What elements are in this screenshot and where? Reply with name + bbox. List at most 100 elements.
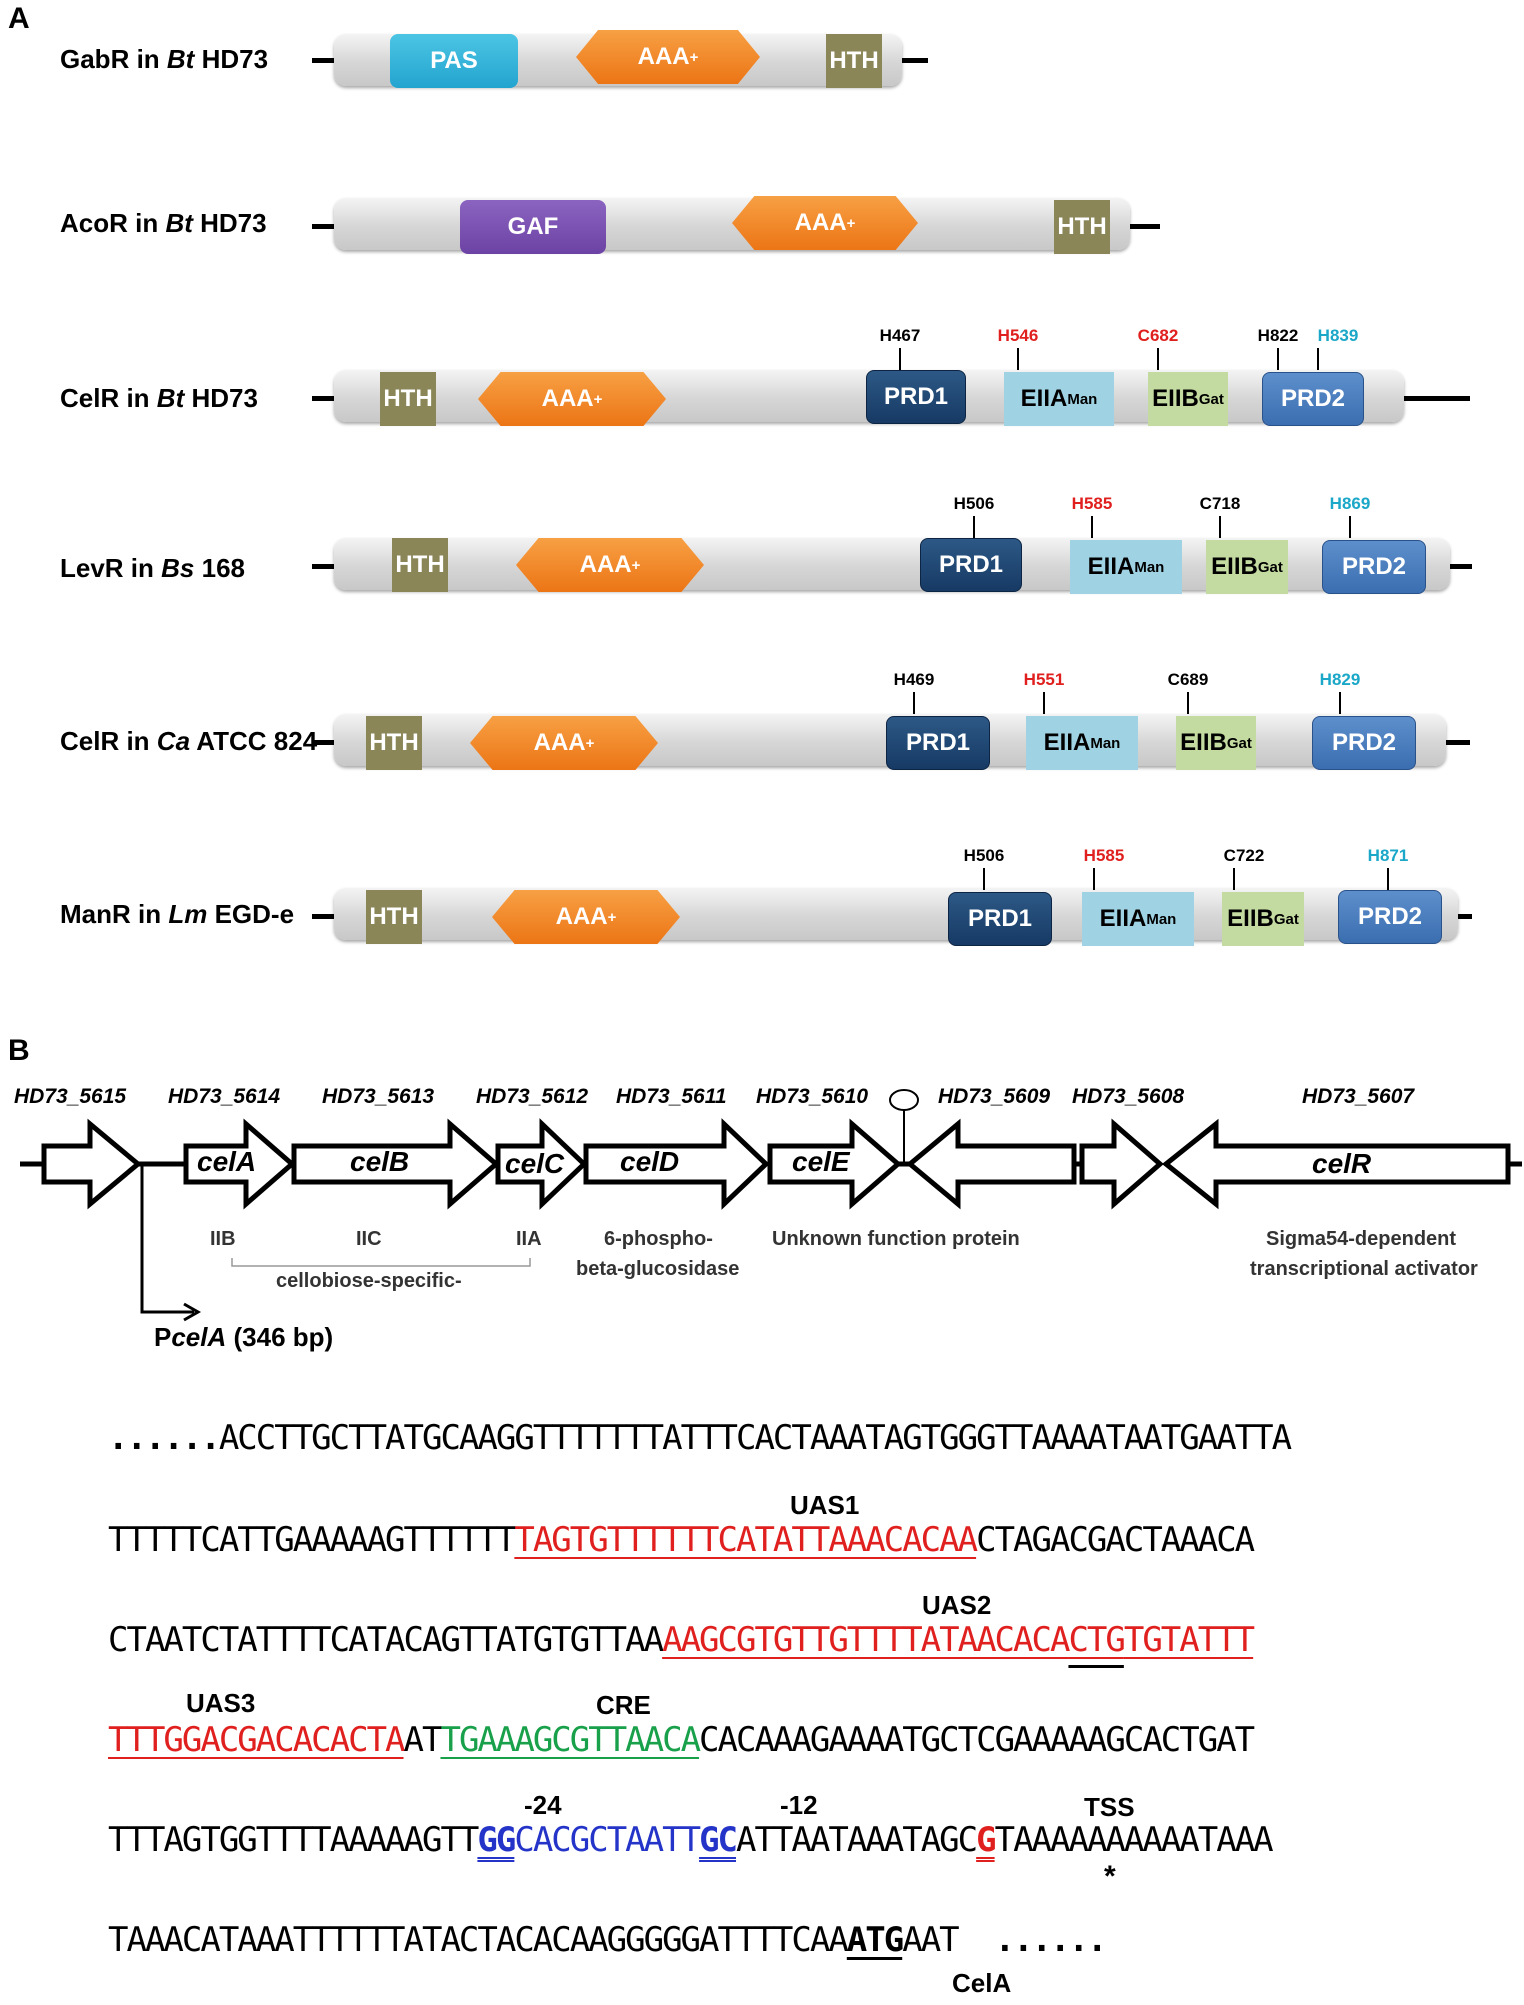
- gene-locus-tag: HD73_5607: [1302, 1085, 1415, 1108]
- prd1-domain: PRD1: [886, 716, 990, 770]
- site-tick: [1349, 516, 1351, 538]
- aaa-domain: AAA+: [516, 538, 704, 592]
- site-label: H871: [1367, 846, 1409, 865]
- c-terminus-line: [1444, 564, 1472, 569]
- gene-arrow-celr: [1161, 1118, 1511, 1210]
- n-terminus-line: [312, 564, 336, 569]
- celr-desc-2: transcriptional activator: [1250, 1258, 1478, 1280]
- site-tick: [983, 868, 985, 890]
- gene-name-cele: celE: [792, 1146, 850, 1177]
- gene-locus-tag: HD73_5615: [14, 1085, 127, 1108]
- site-label: H829: [1319, 670, 1361, 689]
- gaf-domain: GAF: [460, 200, 606, 254]
- aaa-domain: AAA+: [576, 30, 760, 84]
- pas-domain: PAS: [390, 34, 518, 88]
- gene-locus-tag: HD73_5608: [1072, 1085, 1185, 1108]
- panel-a-letter: A: [8, 2, 30, 35]
- prd1-domain: PRD1: [866, 370, 966, 424]
- tss-star: *: [1104, 1860, 1116, 1893]
- aaa-domain: AAA+: [470, 716, 658, 770]
- gene-arrow-cela: [183, 1118, 296, 1210]
- protein-bar: [334, 198, 1130, 250]
- prd2-domain: PRD2: [1338, 890, 1442, 944]
- tss-label: TSS: [1084, 1792, 1135, 1822]
- protein-label: GabR in Bt HD73: [60, 44, 269, 74]
- aaa-domain: AAA+: [492, 890, 680, 944]
- protein-label: CelR in Bt HD73: [60, 383, 258, 413]
- site-tick: [1387, 868, 1389, 890]
- site-tick: [899, 348, 901, 370]
- gene-name-celc: celC: [505, 1148, 565, 1179]
- gene-arrow-celc: [495, 1118, 588, 1210]
- hth-domain: HTH: [392, 538, 448, 592]
- protein-label: LevR in Bs 168: [60, 553, 245, 583]
- terminator-loop: [889, 1089, 919, 1111]
- gene-locus-tag: HD73_5610: [756, 1085, 869, 1108]
- subunit-iic: IIC: [356, 1228, 382, 1250]
- site-label: C718: [1199, 494, 1241, 513]
- site-tick: [1091, 516, 1093, 538]
- n-terminus-line: [312, 396, 336, 401]
- uas2-label: UAS2: [922, 1590, 992, 1620]
- gene-name-cela: celA: [197, 1146, 257, 1177]
- site-label: H869: [1329, 494, 1371, 513]
- gene-arrow-5608: [1079, 1118, 1164, 1210]
- uas2-site: AAGCGTGTTGTTTTATAACACACTGTGTATTT: [662, 1620, 1255, 1660]
- site-tick: [973, 516, 975, 538]
- prd2-domain: PRD2: [1322, 540, 1426, 594]
- site-label: C722: [1223, 846, 1265, 865]
- cele-desc: Unknown function protein: [772, 1228, 1020, 1250]
- subunit-iib: IIB: [210, 1228, 236, 1250]
- gene-arrow-cele: [767, 1118, 902, 1210]
- sequence-line-1: ......ACCTTGCTTATGCAAGGTTTTTTTATTTCACTAA…: [108, 1418, 1292, 1458]
- uas3-site: TTTGGACGACACACTA: [108, 1720, 406, 1760]
- site-label: C689: [1167, 670, 1209, 689]
- gene-name-celb: celB: [350, 1146, 410, 1177]
- hth-domain: HTH: [826, 34, 882, 88]
- site-label: H467: [879, 326, 921, 345]
- gene-locus-tag: HD73_5611: [616, 1085, 727, 1108]
- site-tick: [1219, 516, 1221, 538]
- sequence-line-6: TAAACATAAATTTTTTATACTACACAAGGGGGATTTTCAA…: [108, 1920, 1107, 1960]
- minus12-label: -12: [780, 1790, 818, 1820]
- hth-domain: HTH: [366, 890, 422, 944]
- sequence-line-2: TTTTTCATTGAAAAAGTTTTTTTAGTGTTTTTTCATATTA…: [108, 1520, 1255, 1560]
- ellipsis: ......: [108, 1418, 221, 1458]
- celr-desc-1: Sigma54-dependent: [1266, 1228, 1457, 1250]
- cela-protein-label: CelA: [952, 1968, 1012, 1998]
- cre-label: CRE: [596, 1690, 651, 1720]
- sequence-line-5: TTTAGTGGTTTTAAAAAGTTGGCACGCTAATTGCATTAAT…: [108, 1820, 1274, 1860]
- tss-nucleotide: G: [976, 1820, 997, 1860]
- c-terminus-line: [1452, 914, 1472, 919]
- uas3-label: UAS3: [186, 1688, 256, 1718]
- site-tick: [1317, 348, 1319, 370]
- n-terminus-line: [312, 58, 336, 63]
- hth-domain: HTH: [1054, 200, 1110, 254]
- site-tick: [1093, 868, 1095, 890]
- protein-label: ManR in Lm EGD-e: [60, 899, 295, 929]
- n-terminus-line: [312, 224, 336, 229]
- site-label: H469: [893, 670, 935, 689]
- site-tick: [1043, 692, 1045, 714]
- gene-arrow-celb: [291, 1118, 500, 1210]
- site-label: H585: [1083, 846, 1125, 865]
- gene-name-celr: celR: [1312, 1148, 1372, 1179]
- cellobiose-label: cellobiose-specific-: [276, 1270, 462, 1292]
- c-terminus-line: [898, 58, 928, 63]
- gene-locus-tag: HD73_5614: [168, 1085, 281, 1108]
- protein-label: CelR in Ca ATCC 824: [60, 726, 318, 756]
- hth-domain: HTH: [380, 372, 436, 426]
- uas-overlap-ctg: CTG: [1068, 1620, 1125, 1660]
- aaa-domain: AAA+: [732, 196, 918, 250]
- site-label: H546: [997, 326, 1039, 345]
- site-label: H585: [1071, 494, 1113, 513]
- minus24-gg: GG: [477, 1820, 516, 1860]
- site-label: H839: [1317, 326, 1359, 345]
- hth-domain: HTH: [366, 716, 422, 770]
- n-terminus-line: [312, 914, 336, 919]
